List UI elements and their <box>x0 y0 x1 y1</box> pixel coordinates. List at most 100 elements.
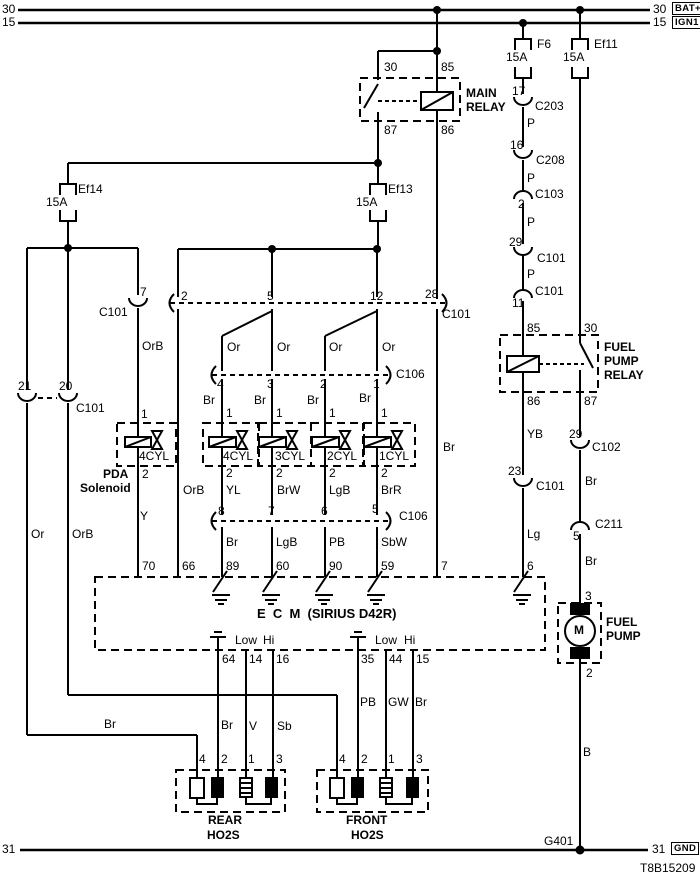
wire-gw: GW <box>388 695 409 709</box>
conn-c203-pin: 17 <box>512 84 526 98</box>
wire-br-pump: Br <box>585 554 597 568</box>
injector-4cyl <box>202 422 259 467</box>
wire-lgb-pin60: LgB <box>276 535 298 549</box>
front-ho2s-pin1: 1 <box>388 752 395 766</box>
conn-c102-name: C102 <box>592 440 621 454</box>
wire-br-inj3: Br <box>254 393 266 407</box>
rail30-left-num: 30 <box>2 2 16 16</box>
ecm-pin44: 44 <box>389 652 403 666</box>
ecm-pin35: 35 <box>361 652 375 666</box>
wire-br-pin89: Br <box>226 535 238 549</box>
fp-relay-pin87: 87 <box>584 394 598 408</box>
inj3-name: 3CYL <box>275 449 306 463</box>
ecm-pin59: 59 <box>381 559 395 573</box>
gnd-tag: GND <box>671 842 700 855</box>
conn-c101-23-name: C101 <box>536 479 565 493</box>
fuel-pump-relay <box>499 334 599 393</box>
front-ho2s-pin4: 4 <box>339 752 346 766</box>
inj2-pin2: 2 <box>329 466 336 480</box>
wire-orb-c101-7: OrB <box>142 339 164 353</box>
conn-c101-7-name: C101 <box>99 305 128 319</box>
front-ho2s-name-2: HO2S <box>351 828 384 842</box>
main-relay-pin85: 85 <box>441 60 455 74</box>
ecm-pin15: 15 <box>416 652 430 666</box>
wire-brr: BrR <box>381 483 402 497</box>
fp-relay-pin30: 30 <box>584 321 598 335</box>
conn-c101-pin21: 21 <box>18 379 32 393</box>
conn-c101-pin28: 28 <box>425 287 439 301</box>
wire-br-pin7: Br <box>443 440 455 454</box>
wire-or-3: Or <box>329 340 343 354</box>
pda-name-2: Solenoid <box>80 481 131 495</box>
rail15-right-num: 15 <box>653 15 667 29</box>
conn-c101-29-name: C101 <box>537 251 566 265</box>
rail31-right-num: 31 <box>652 842 666 856</box>
pda-pin1: 1 <box>141 407 148 421</box>
conn-c106-r2-pin6: 6 <box>321 504 328 518</box>
ho2s-signal-wires <box>217 650 414 778</box>
conn-c203-name: C203 <box>535 99 564 113</box>
wire-v: V <box>249 719 258 733</box>
conn-c106-r2-name: C106 <box>399 509 428 523</box>
conn-c103-name: C103 <box>535 187 564 201</box>
ecm-pin6: 6 <box>527 559 534 573</box>
ecm-pin60: 60 <box>276 559 290 573</box>
wire-or-2: Or <box>277 340 291 354</box>
inj2-name: 2CYL <box>327 449 358 463</box>
conn-c101-2120-name: C101 <box>76 401 105 415</box>
conn-c101-pin2: 2 <box>181 289 188 303</box>
fp-relay-pin85: 85 <box>527 321 541 335</box>
conn-c106-r1-pin1: 1 <box>373 377 380 391</box>
conn-c101-29-pin: 29 <box>509 235 523 249</box>
main-relay <box>359 77 461 122</box>
inj4-name: 4CYL <box>223 449 254 463</box>
conn-c102-pin: 29 <box>569 427 583 441</box>
rear-ho2s-pin2: 2 <box>221 752 228 766</box>
conn-c101-23-pin: 23 <box>508 464 522 478</box>
wire-br-pin15: Br <box>415 695 427 709</box>
front-ho2s-name-1: FRONT <box>346 813 388 827</box>
ecm-low-front: Low <box>375 633 398 647</box>
wire-or-left: Or <box>31 527 45 541</box>
inj4-pin1: 1 <box>226 406 233 420</box>
front-ho2s-pin3: 3 <box>416 752 423 766</box>
drawing-number: T8B15209 <box>640 861 696 875</box>
ecm-hi-front: Hi <box>404 633 416 647</box>
conn-c106-r1-pin4: 4 <box>217 377 224 391</box>
wire-yl: YL <box>226 483 241 497</box>
conn-c211-pin: 5 <box>573 529 580 543</box>
ecm-sensor-grounds <box>210 631 366 650</box>
wire-b: B <box>583 745 592 759</box>
inj1-name: 1CYL <box>379 449 410 463</box>
inj3-pin2: 2 <box>276 466 283 480</box>
main-relay-pin30: 30 <box>384 60 398 74</box>
fp-relay-name-3: RELAY <box>604 368 644 382</box>
junction-dots <box>64 6 585 855</box>
front-ho2s-pin2: 2 <box>361 752 368 766</box>
wire-y: Y <box>140 509 149 523</box>
ecm-pin66: 66 <box>182 559 196 573</box>
conn-c208-pin: 16 <box>510 138 524 152</box>
wire-orb-left: OrB <box>72 527 94 541</box>
ecm-title: E C M (SIRIUS D42R) <box>257 606 397 621</box>
inj1-pin2: 2 <box>381 466 388 480</box>
conn-c211-name: C211 <box>595 517 623 531</box>
ignition-branch-wires <box>27 10 581 249</box>
wire-p-1: P <box>527 116 536 130</box>
inj2-pin1: 1 <box>329 406 336 420</box>
wire-or-4: Or <box>382 340 396 354</box>
conn-c101-11-name: C101 <box>535 284 564 298</box>
power-rails <box>18 8 650 852</box>
wire-pb-pin35: PB <box>360 695 377 709</box>
wire-lg: Lg <box>527 527 541 541</box>
pda-pin2: 2 <box>142 467 149 481</box>
inline-connector-symbols <box>17 96 590 531</box>
ecm-pin64: 64 <box>222 652 236 666</box>
conn-c101-pin20: 20 <box>59 379 73 393</box>
ecm-pin16: 16 <box>276 652 290 666</box>
fuse-ef13-rating: 15A <box>356 195 378 209</box>
conn-c101-row-name: C101 <box>442 307 471 321</box>
fp-relay-name-1: FUEL <box>604 340 636 354</box>
fp-relay-pin86: 86 <box>527 394 541 408</box>
